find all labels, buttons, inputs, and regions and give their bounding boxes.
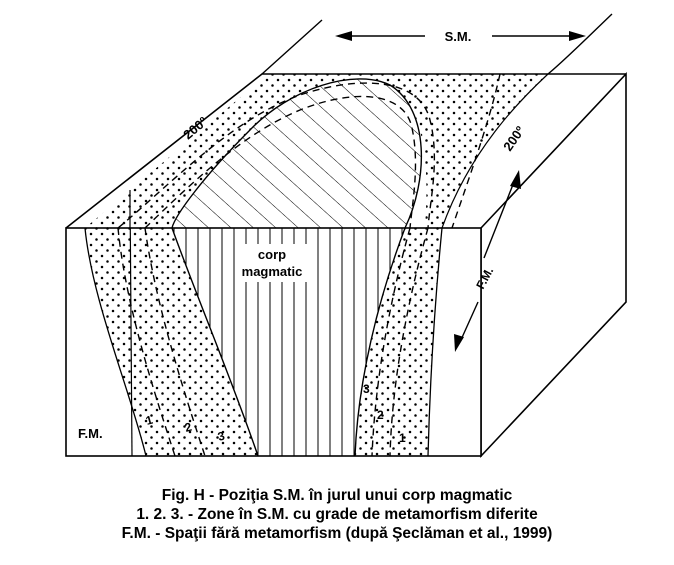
corp-label: corp [258,247,286,262]
zone-left-3: 3 [216,429,226,444]
magmatic-body-front [172,228,405,456]
sm-boundary-left [261,19,323,75]
caption-line-1: Fig. H - Poziţia S.M. în jurul unui corp… [161,487,513,504]
sm-boundary-right [547,13,613,75]
zone-boundary-top-1 [117,82,436,229]
caption-line-2: 1. 2. 3. - Zone în S.M. cu grade de meta… [136,506,538,523]
fm-left-label: F.M. [78,426,103,441]
aureole-left [85,228,258,456]
magmatic-label: magmatic [242,264,303,279]
zone-left-2: 2 [183,420,193,435]
zone-right-1: 1 [399,431,406,445]
top-face [66,73,626,229]
aureole-top [85,74,548,228]
zone-left-1: 1 [144,413,154,428]
caption-line-3: F.M. - Spaţii fără metamorfism (după Şec… [121,525,553,542]
front-face [66,228,481,456]
zone-right-3: 3 [363,382,370,396]
zone-boundary-top-2 [144,95,417,229]
block-diagram: S.M. 200º 200º F.M. F.M. corp magmatic 1… [65,13,627,459]
magmatic-body-top [172,78,422,228]
fm-arrow [454,170,521,352]
sm-arrow [335,31,586,41]
isotherm-right-top [451,73,501,229]
zone-right-2: 2 [377,408,384,422]
sm-label: S.M. [445,29,472,44]
